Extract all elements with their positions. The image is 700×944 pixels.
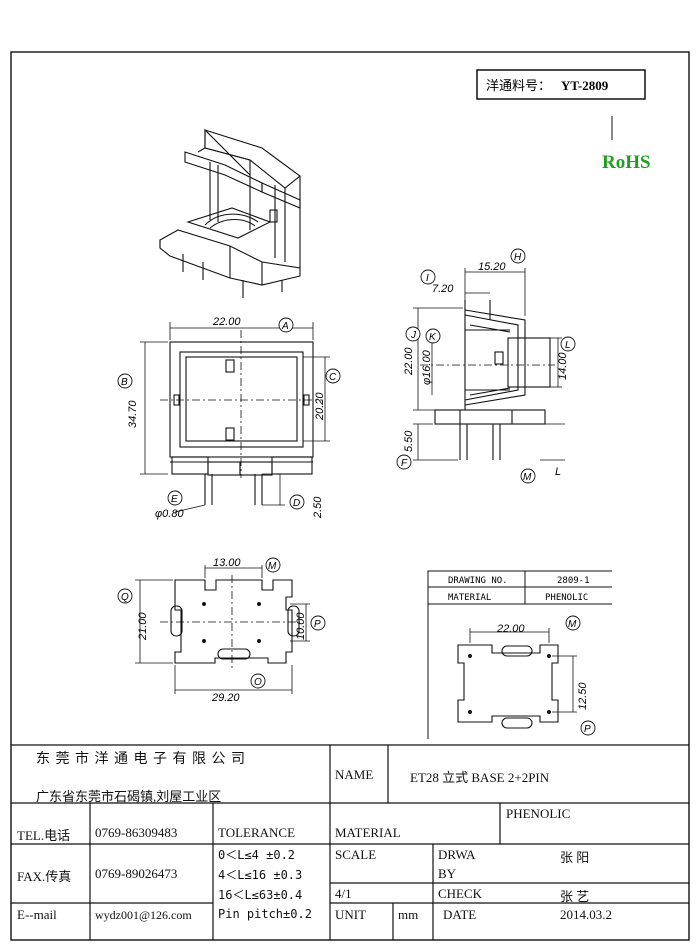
inset-drawing-no: 2809-1 [557, 576, 590, 586]
date-label: DATE [443, 907, 477, 922]
material-label: MATERIAL [335, 825, 401, 840]
tolerance-label: TOLERANCE [218, 825, 296, 840]
bubble-m: M [523, 472, 532, 483]
bottom-view [170, 579, 300, 664]
isometric-view [159, 128, 301, 298]
unit-label: UNIT [335, 907, 367, 922]
dim-top-width: 22.00 [212, 316, 241, 328]
bubble-c: C [329, 372, 337, 383]
dim-pin-dia: φ0.80 [155, 508, 184, 520]
email-value: wydz001@126.com [95, 908, 192, 922]
dim-side-height: 22.00 [403, 347, 415, 376]
bubble-h: H [514, 252, 522, 263]
tolerance-row-4: Pin pitch±0.2 [218, 907, 312, 921]
bubble-m-bottom: M [268, 561, 277, 572]
dim-core-dia: φ16.00 [421, 349, 433, 385]
bubble-f: F [401, 458, 408, 469]
bubble-o: O [254, 677, 262, 688]
dim-pcb-height: 12.50 [577, 682, 589, 710]
svg-text:L: L [555, 466, 561, 478]
tolerance-row-2: 4＜L≤16 ±0.3 [218, 868, 303, 882]
dim-pcb-width: 22.00 [496, 623, 525, 635]
company-address: 广东省东莞市石碣镇,刘屋工业区 [36, 789, 222, 804]
bubble-e: E [171, 494, 178, 505]
dim-side-width: 15.20 [478, 261, 506, 273]
email-label: E--mail [17, 907, 57, 922]
dim-bottom-pitch: 13.00 [213, 557, 241, 569]
bubble-d: D [293, 498, 300, 509]
part-number-box [476, 69, 646, 100]
bubble-q: Q [121, 592, 129, 603]
front-view [169, 341, 314, 505]
bubble-a: A [281, 321, 289, 332]
title-block-grid [11, 744, 689, 940]
inset-drawing-no-label: DRAWING NO. [448, 576, 508, 586]
check-label: CHECK [438, 886, 483, 901]
part-number: YT-2809 [561, 78, 609, 93]
drawn-by: 张 阳 [560, 850, 590, 865]
drawing-border [10, 51, 690, 941]
name-label: NAME [335, 767, 374, 782]
pcb-view [457, 644, 559, 729]
bubble-b: B [121, 377, 128, 388]
bubble-m-pcb: M [568, 619, 577, 630]
side-view [434, 300, 551, 460]
tolerance-row-1: 0＜L≤4 ±0.2 [218, 848, 296, 862]
part-number-label: 洋通料号： [486, 78, 551, 93]
dim-bottom-height: 21.00 [137, 612, 149, 641]
date-value: 2014.03.2 [560, 907, 612, 922]
bubble-l: L [565, 340, 571, 351]
tel-label: TEL.电话 [17, 828, 71, 843]
unit-value: mm [398, 907, 419, 922]
drawn-label: DRWA [438, 847, 476, 862]
dim-bottom-width: 29.20 [211, 692, 240, 704]
dim-bottom-inner: 10.00 [295, 612, 307, 640]
bubble-k: K [429, 332, 437, 343]
rohs-mark: RoHS [602, 152, 651, 173]
dim-pin-len: 2.50 [312, 496, 324, 519]
company-name: 东 莞 市 洋 通 电 子 有 限 公 司 [36, 752, 246, 767]
checked-by: 张 艺 [560, 889, 590, 904]
dim-height: 34.70 [127, 400, 139, 428]
dim-side-offset: 7.20 [432, 283, 454, 295]
inset-material-label: MATERIAL [448, 593, 491, 603]
name-value: ET28 立式 BASE 2+2PIN [410, 770, 550, 785]
fax-value: 0769-89026473 [95, 866, 178, 881]
tel-value: 0769-86309483 [95, 825, 178, 840]
dim-side-bottom: 5.50 [403, 430, 415, 452]
bubble-p: P [314, 619, 321, 630]
dim-inner-height: 20.20 [314, 392, 326, 421]
fax-label: FAX.传真 [17, 869, 72, 884]
tolerance-row-3: 16＜L≤63±0.4 [218, 888, 303, 902]
scale-label: SCALE [335, 847, 377, 862]
dim-side-inner: 14.00 [557, 352, 569, 380]
drawn-label-2: BY [438, 866, 457, 881]
bubble-i: I [426, 273, 429, 284]
inset-table [427, 570, 612, 739]
material-value: PHENOLIC [506, 806, 571, 821]
bubble-p-pcb: P [584, 724, 591, 735]
bubble-j: J [410, 330, 417, 341]
scale-value: 4/1 [335, 886, 352, 901]
inset-material: PHENOLIC [545, 593, 588, 603]
